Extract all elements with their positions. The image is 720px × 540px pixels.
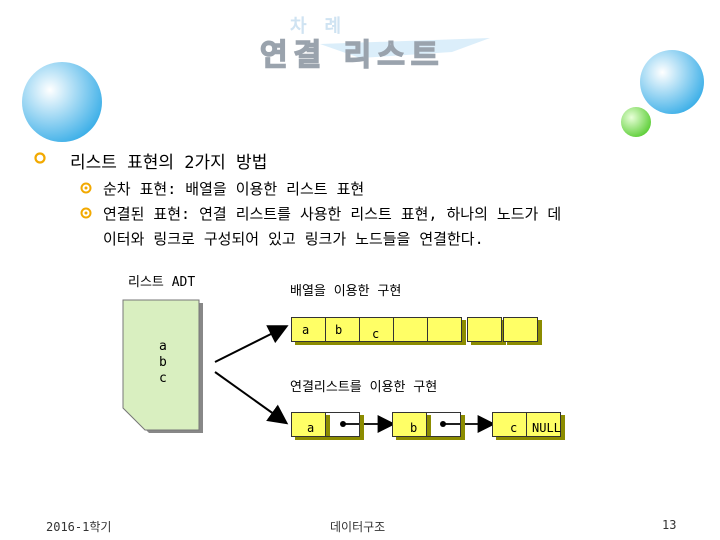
footer-course: 데이터구조 [330,518,385,535]
arrow-to-array [215,327,285,362]
array-cell [393,317,428,342]
footer-semester: 2016-1학기 [46,518,111,535]
node-b-link [426,412,461,437]
node-value: c [510,421,517,435]
array-cell-value: c [372,327,379,341]
arrow-to-linked [215,372,285,422]
array-cell [427,317,462,342]
node-value: b [410,421,417,435]
node-a-link [325,412,360,437]
array-cell-value: b [335,323,342,337]
node-value: a [307,421,314,435]
page-number: 13 [662,518,676,532]
array-cell [503,317,538,342]
null-label: NULL [532,421,561,435]
array-cell-value: a [302,323,309,337]
array-cell [467,317,502,342]
array-cell [325,317,360,342]
